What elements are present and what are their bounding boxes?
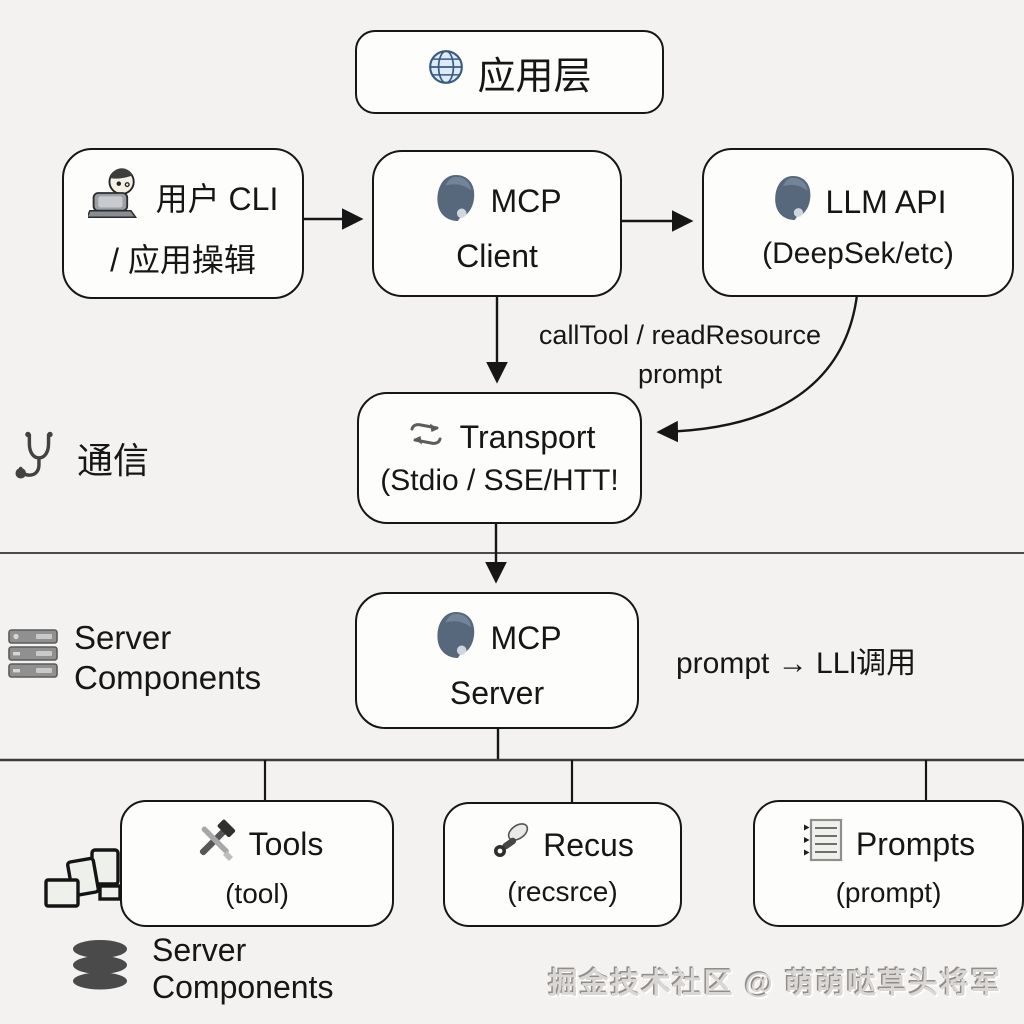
database-icon — [68, 939, 138, 999]
node-mcp-client: MCP Client — [372, 150, 622, 297]
node-sublabel: Server — [449, 674, 545, 711]
stethoscope-icon — [15, 430, 61, 491]
node-user-cli: 用户 CLI / 应用操辑 — [62, 148, 304, 299]
node-label: Transport — [459, 419, 596, 455]
arrow-llm-to-transport — [656, 294, 859, 443]
edge-label-prompt-flow: prompt → LLl调用 — [676, 647, 917, 680]
node-label: Prompts — [855, 825, 976, 862]
node-label: 应用层 — [477, 55, 592, 98]
globe-icon — [427, 48, 465, 96]
node-app-layer: 应用层 — [355, 30, 664, 114]
node-label: MCP — [490, 620, 562, 656]
hammer-wrench-icon — [191, 817, 237, 871]
annotation-label: Server Components — [152, 932, 334, 1005]
node-sublabel: (prompt) — [835, 877, 942, 908]
watermark: 掘金技术社区 @ 萌萌哒草头将军 — [548, 968, 1002, 1000]
annotation-communication: 通信 — [15, 430, 149, 491]
annotation-label: Server Components — [74, 619, 262, 697]
edge-label-calltool: callTool / readResource prompt — [538, 320, 822, 390]
node-label: Tools — [248, 825, 324, 862]
server-rack-icon — [8, 628, 58, 688]
node-sublabel: (Stdio / SSE/HTT! — [380, 463, 619, 497]
node-transport: Transport (Stdio / SSE/HTT! — [357, 392, 642, 524]
node-prompts: Prompts (prompt) — [753, 800, 1024, 927]
robot-head-icon — [770, 174, 814, 230]
robot-head-icon — [432, 610, 478, 668]
node-mcp-server: MCP Server — [355, 592, 639, 729]
node-sublabel: (tool) — [225, 878, 289, 909]
node-sublabel: (recsrce) — [507, 876, 618, 907]
annotation-label: 通信 — [77, 439, 150, 481]
list-icon — [802, 818, 844, 870]
node-sublabel: / 应用操辑 — [110, 242, 256, 278]
node-label: LLM API — [825, 183, 947, 220]
node-label: Recus — [543, 826, 634, 863]
node-sublabel: (DeepSek/etc) — [762, 237, 954, 270]
node-llm-api: LLM API (DeepSek/etc) — [702, 148, 1014, 297]
technologist-icon — [85, 166, 144, 228]
hand-tool-icon — [491, 821, 531, 869]
annotation-server-components-bottom: Server Components — [28, 848, 348, 1018]
transfer-arrows-icon — [404, 419, 448, 457]
node-resources: Recus (recsrce) — [443, 802, 682, 927]
node-tools: Tools (tool) — [120, 800, 394, 927]
robot-head-icon — [432, 173, 478, 231]
annotation-server-components-middle: Server Components — [8, 618, 261, 699]
node-sublabel: Client — [456, 237, 538, 274]
stacked-pages-icon — [38, 848, 130, 925]
node-label: 用户 CLI — [155, 181, 279, 217]
node-label: MCP — [490, 183, 562, 219]
